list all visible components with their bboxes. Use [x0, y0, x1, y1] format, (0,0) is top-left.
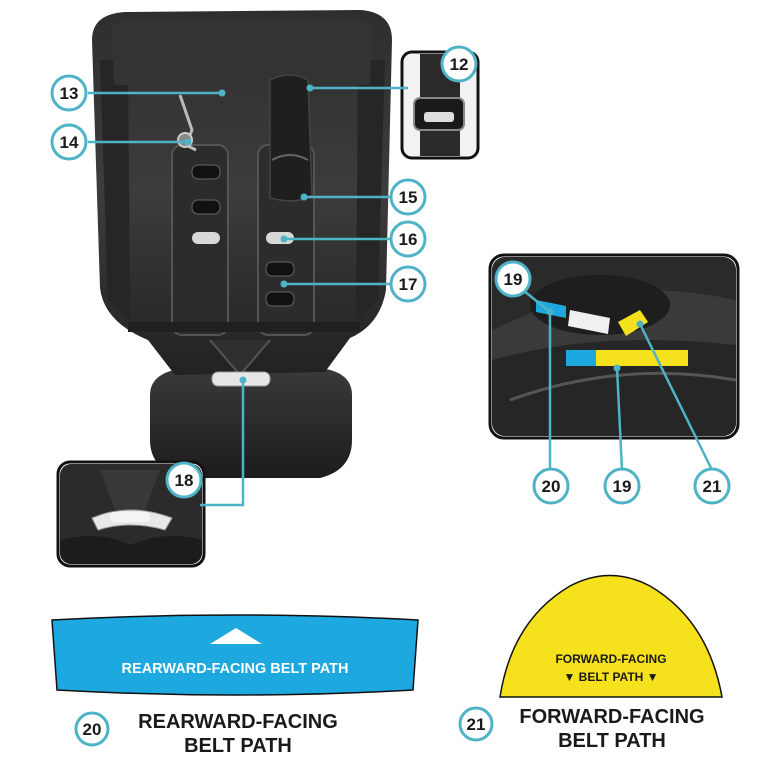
callout-12: 12: [440, 45, 478, 83]
svg-text:BELT PATH: BELT PATH: [558, 730, 666, 752]
callout-13: 13: [50, 74, 88, 112]
up-arrow-icon: [210, 628, 262, 644]
svg-text:13: 13: [60, 84, 79, 103]
svg-text:14: 14: [60, 133, 79, 152]
callout-16: 16: [389, 220, 427, 258]
svg-text:REARWARD-FACING BELT PATH: REARWARD-FACING BELT PATH: [122, 661, 349, 677]
callout-14: 14: [50, 123, 88, 161]
callouts: 12 13 14 15 16 17 18 19: [50, 45, 731, 505]
svg-text:18: 18: [175, 471, 194, 490]
svg-text:20: 20: [542, 477, 561, 496]
caption-rearward: 20 REARWARD-FACING BELT PATH: [74, 711, 338, 757]
callout-19-top: 19: [494, 260, 532, 298]
forward-belt-path-label: FORWARD-FACING ▼ BELT PATH ▼: [499, 574, 723, 698]
svg-text:FORWARD-FACING: FORWARD-FACING: [519, 706, 704, 728]
svg-text:20: 20: [83, 720, 102, 739]
svg-text:21: 21: [467, 715, 486, 734]
leader-dots: [184, 84, 644, 384]
svg-text:16: 16: [399, 230, 418, 249]
svg-text:17: 17: [399, 275, 418, 294]
svg-text:12: 12: [450, 55, 469, 74]
svg-text:15: 15: [399, 188, 418, 207]
callout-17: 17: [389, 265, 427, 303]
callout-20: 20: [532, 467, 570, 505]
svg-text:REARWARD-FACING: REARWARD-FACING: [138, 711, 338, 733]
svg-text:21: 21: [703, 477, 722, 496]
svg-text:19: 19: [504, 270, 523, 289]
rearward-belt-path-label: REARWARD-FACING BELT PATH: [51, 614, 419, 696]
svg-text:BELT PATH: BELT PATH: [184, 735, 292, 757]
caption-forward: 21 FORWARD-FACING BELT PATH: [458, 706, 705, 752]
svg-text:FORWARD-FACING: FORWARD-FACING: [555, 652, 666, 666]
callout-18: 18: [165, 461, 203, 499]
svg-text:▼ BELT PATH ▼: ▼ BELT PATH ▼: [563, 670, 658, 684]
leader-lines: [88, 86, 714, 507]
callout-21: 21: [693, 467, 731, 505]
callout-19-bottom: 19: [603, 467, 641, 505]
callout-15: 15: [389, 178, 427, 216]
svg-text:19: 19: [613, 477, 632, 496]
inset-belt-path: [488, 253, 740, 440]
